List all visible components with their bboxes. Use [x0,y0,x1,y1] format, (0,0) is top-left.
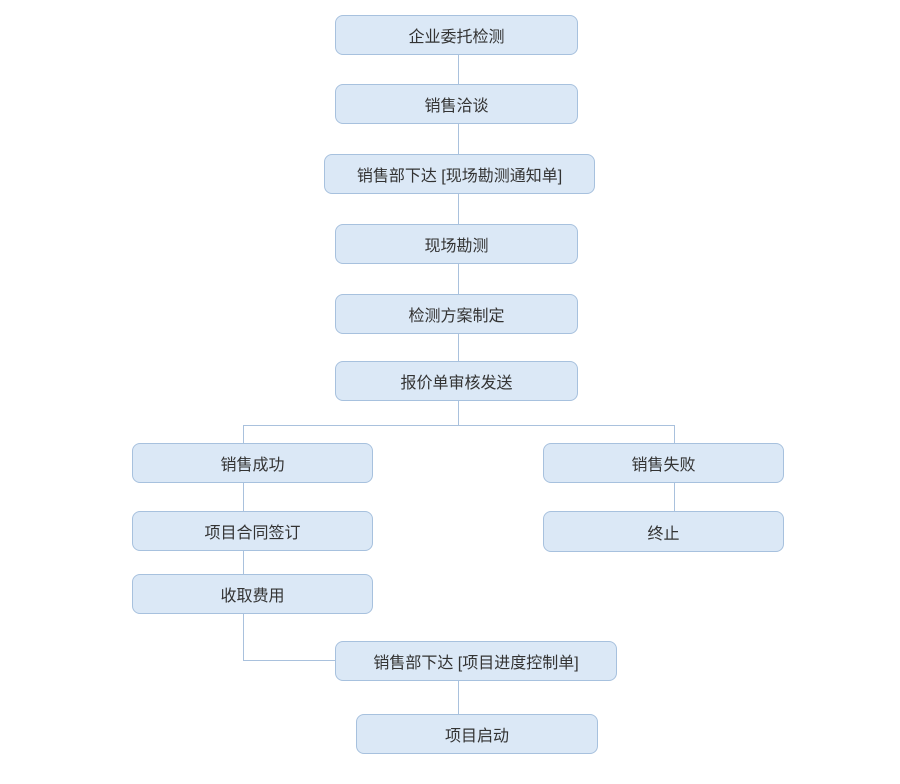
connector-fee-elbow-to-control [243,660,335,661]
connector-branch-left-drop [243,425,244,443]
node-termination: 终止 [543,511,784,552]
connector-success-to-contract [243,483,244,511]
node-enterprise-commission-testing: 企业委托检测 [335,15,578,55]
node-site-survey: 现场勘测 [335,224,578,264]
node-project-launch: 项目启动 [356,714,598,754]
connector-commission-to-negotiation [458,55,459,84]
connector-failure-to-termination [674,483,675,511]
connector-branch-horizontal [243,425,675,426]
node-fee-collection: 收取费用 [132,574,373,614]
connector-quotation-branch-stub [458,401,459,425]
connector-negotiation-to-notice [458,124,459,154]
connector-notice-to-survey [458,194,459,224]
connector-survey-to-plan [458,264,459,294]
node-sales-success: 销售成功 [132,443,373,483]
node-sales-failure: 销售失败 [543,443,784,483]
connector-fee-down [243,614,244,660]
node-sales-dept-issue-progress-control: 销售部下达 [项目进度控制单] [335,641,617,681]
node-sales-dept-issue-survey-notice: 销售部下达 [现场勘测通知单] [324,154,595,194]
node-sales-negotiation: 销售洽谈 [335,84,578,124]
node-testing-plan-formulation: 检测方案制定 [335,294,578,334]
connector-control-to-launch [458,681,459,714]
connector-plan-to-quotation [458,334,459,361]
connector-branch-right-drop [674,425,675,443]
node-quotation-review-send: 报价单审核发送 [335,361,578,401]
node-project-contract-signing: 项目合同签订 [132,511,373,551]
connector-contract-to-fee [243,551,244,574]
